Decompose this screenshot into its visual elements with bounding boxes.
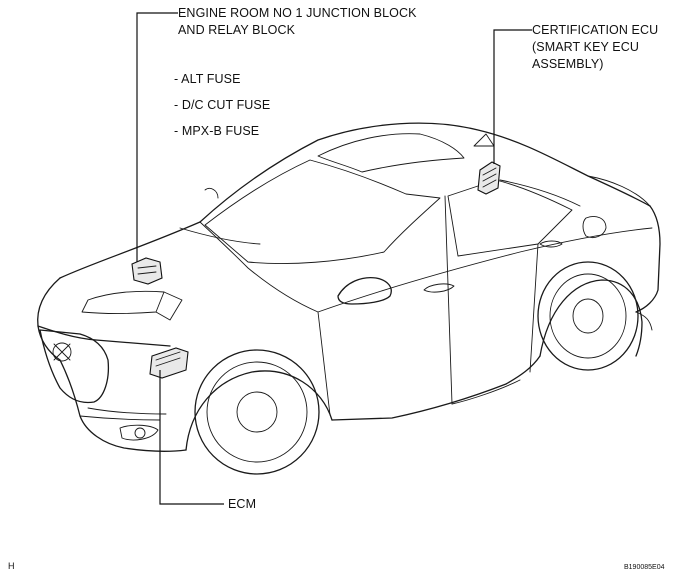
junction-block-line-2: AND RELAY BLOCK bbox=[178, 23, 296, 37]
certification-ecu-part bbox=[477, 161, 501, 195]
leader-lines bbox=[136, 12, 532, 505]
certification-ecu-line-1: CERTIFICATION ECU bbox=[532, 23, 659, 37]
certification-ecu-line-3: ASSEMBLY) bbox=[532, 57, 604, 71]
junction-block-part bbox=[131, 257, 163, 285]
junction-block-line-1: ENGINE ROOM NO 1 JUNCTION BLOCK bbox=[178, 6, 417, 20]
corner-mark-left: H bbox=[8, 561, 15, 571]
ecm-label: ECM bbox=[228, 497, 257, 511]
certification-ecu-label: CERTIFICATION ECU (SMART KEY ECU ASSEMBL… bbox=[532, 22, 658, 73]
fuse-dc-cut: - D/C CUT FUSE bbox=[174, 98, 271, 112]
car-body bbox=[37, 122, 661, 475]
junction-block-label: ENGINE ROOM NO 1 JUNCTION BLOCK AND RELA… bbox=[178, 5, 417, 39]
fuse-alt: - ALT FUSE bbox=[174, 72, 241, 86]
fuse-list: - ALT FUSE - D/C CUT FUSE - MPX-B FUSE bbox=[174, 66, 270, 144]
fuse-mpx-b: - MPX-B FUSE bbox=[174, 124, 260, 138]
figure-code: B190085E04 bbox=[624, 564, 665, 571]
ecm-part bbox=[149, 347, 189, 379]
certification-ecu-line-2: (SMART KEY ECU bbox=[532, 40, 639, 54]
